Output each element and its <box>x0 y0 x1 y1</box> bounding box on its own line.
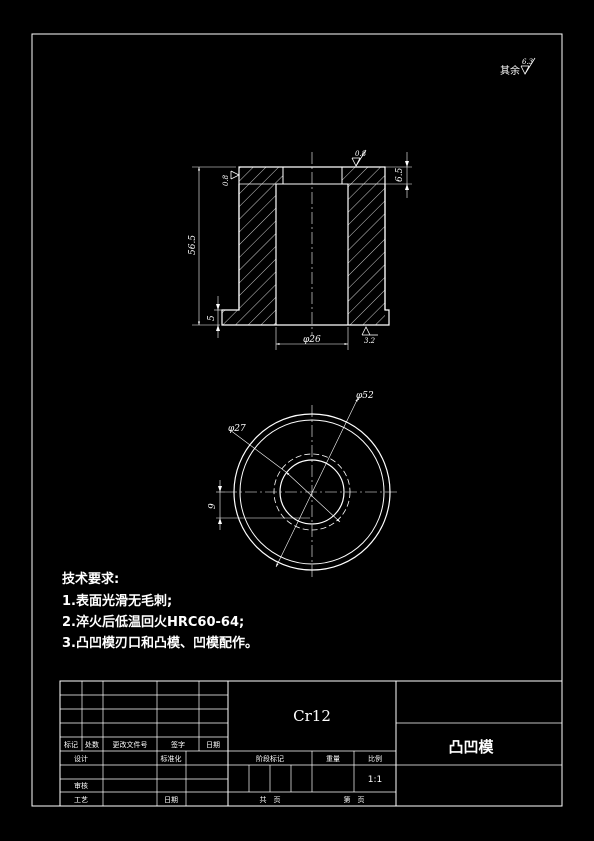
leader-outer <box>275 397 359 568</box>
tech-requirements-title: 技术要求: <box>62 572 120 587</box>
roughness-bottom-symbol: 3.2 <box>361 326 378 345</box>
header-ratio: 比例 <box>368 754 382 763</box>
tech-requirement-3: 3.凸凹模刃口和凸模、凹模配作。 <box>62 636 258 651</box>
header-mark: 标记 <box>64 740 78 749</box>
dim-height: 56.5 <box>188 235 198 255</box>
tech-requirement-2: 2.淬火后低温回火HRC60-64; <box>62 615 245 630</box>
dim-inner: φ27 <box>228 424 246 434</box>
header-standardize: 标准化 <box>161 754 182 763</box>
roughness-top-value: 0.8 <box>355 150 367 158</box>
header-count: 处数 <box>85 740 99 749</box>
roughness-bottom-value: 3.2 <box>364 337 376 345</box>
header-date2: 日期 <box>164 796 178 804</box>
dim-offset: 9 <box>208 503 218 509</box>
top-view: φ52 φ27 9 <box>208 391 399 579</box>
header-weight: 重量 <box>326 755 340 763</box>
header-change-doc: 更改文件号 <box>113 740 148 749</box>
material-text: Cr12 <box>293 707 331 725</box>
dim-top: 6.5 <box>395 167 405 182</box>
title-block <box>59 680 563 807</box>
left-wall-hatch <box>222 167 283 325</box>
title-block-text: Cr12 凸凹模 1:1 标记 处数 更改文件号 签字 日期 设计 标准化 审核… <box>64 707 494 804</box>
dim-outer: φ52 <box>356 391 374 401</box>
roughness-left-symbol: 0.8 <box>222 170 240 186</box>
roughness-rest-symbol: 其余 6.3 <box>500 57 536 77</box>
roughness-rest-label: 其余 <box>500 64 520 77</box>
roughness-left-value: 0.8 <box>222 174 230 186</box>
header-stage-mark: 阶段标记 <box>256 754 284 763</box>
front-section-view: 56.5 5 6.5 φ26 0.8 0.8 <box>188 149 412 350</box>
part-name-text: 凸凹模 <box>448 738 494 756</box>
header-date: 日期 <box>206 741 220 749</box>
bore-outline <box>282 167 343 185</box>
right-wall-hatch <box>342 167 385 325</box>
drawing-frame <box>31 33 563 807</box>
header-design: 设计 <box>74 754 88 763</box>
tech-requirement-1: 1.表面光滑无毛刺; <box>62 594 173 609</box>
scale-text: 1:1 <box>368 775 382 785</box>
dim-bore: φ26 <box>303 335 321 345</box>
roughness-top-symbol: 0.8 <box>351 149 367 167</box>
header-check: 审核 <box>74 781 88 790</box>
roughness-rest-value: 6.3 <box>522 58 534 66</box>
header-process: 工艺 <box>74 796 88 804</box>
header-signature: 签字 <box>171 740 185 749</box>
dim-bottom: 5 <box>207 315 217 321</box>
leader-inner <box>229 429 287 473</box>
header-sheets-total: 共 页 <box>260 795 281 804</box>
header-sheet-no: 第 页 <box>344 795 365 804</box>
